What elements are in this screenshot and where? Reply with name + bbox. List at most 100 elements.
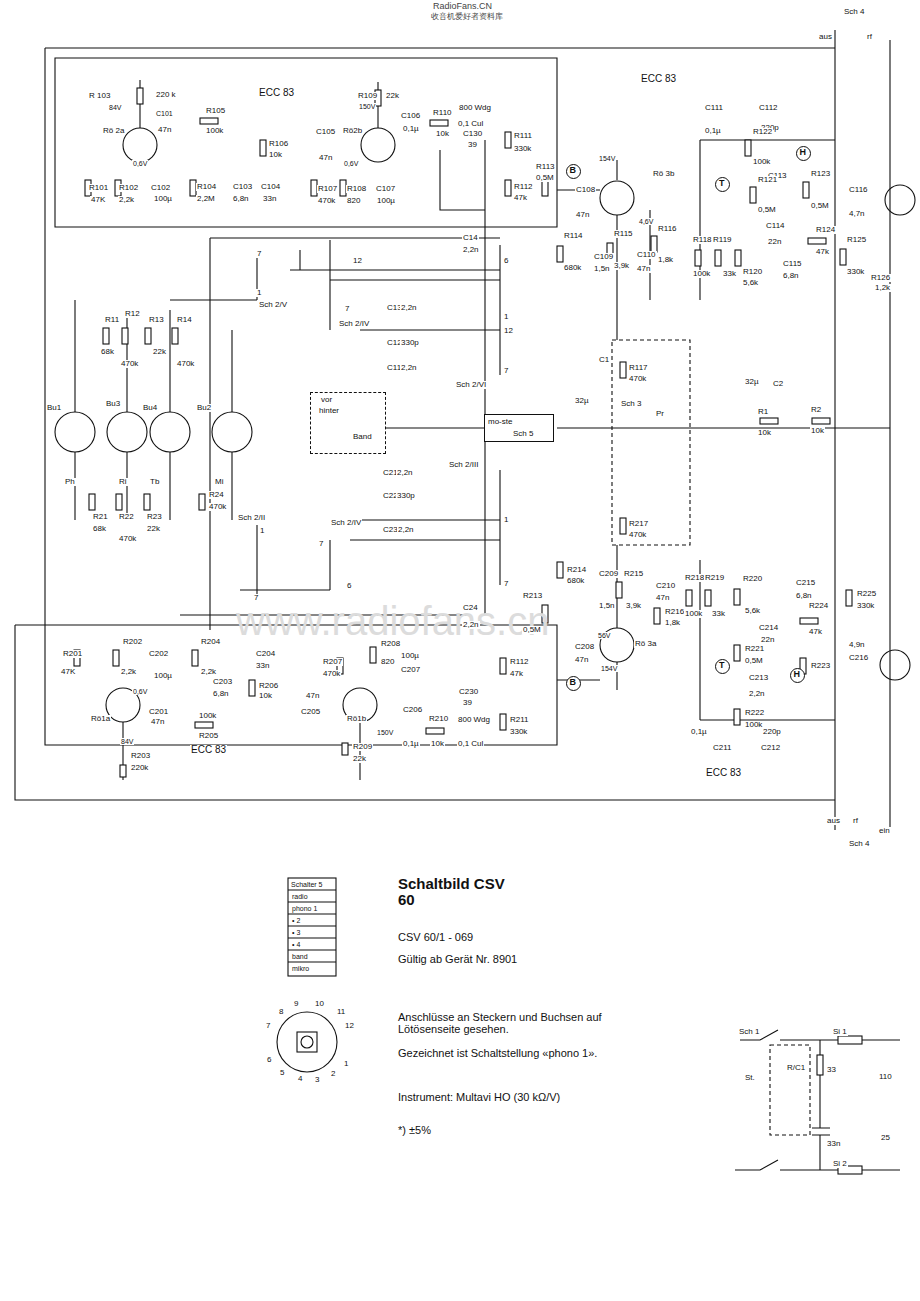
part-label: 1	[503, 516, 509, 524]
part-label: 22n	[760, 636, 775, 644]
part-label: 7	[256, 250, 262, 258]
node-text: B	[570, 166, 577, 175]
part-label: R203	[130, 752, 151, 760]
part-label: 4,6V	[638, 218, 654, 225]
part-label: 47k	[815, 248, 830, 256]
part-label: R2	[810, 406, 822, 414]
part-label: 470k	[120, 360, 139, 368]
part-label: 10k	[268, 151, 283, 159]
part-label: 3	[314, 1076, 320, 1084]
part-label: C206	[402, 706, 423, 714]
part-label: 收音机爱好者资料库	[430, 13, 504, 21]
part-label: ECC 83	[640, 74, 677, 85]
part-label: Sch 2/V	[258, 301, 288, 309]
part-label: 2,2n	[400, 304, 418, 312]
part-label: CSV 60/1 - 069	[397, 932, 474, 944]
part-label: R122	[752, 128, 773, 136]
part-label: 330k	[509, 728, 528, 736]
switch-box: mo-steSch 5	[484, 414, 554, 442]
part-label: C205	[300, 708, 321, 716]
part-label: 800 Wdg	[458, 104, 492, 112]
part-label: C1	[598, 356, 610, 364]
part-label: Sch 4	[843, 8, 865, 16]
part-label: 3,9k	[613, 262, 630, 270]
node-text: vor	[321, 396, 332, 404]
part-label: R210	[428, 715, 449, 723]
part-label: 47K	[90, 196, 106, 204]
part-label: 1	[343, 1060, 349, 1068]
node-circle: B	[566, 676, 581, 691]
part-label: C24	[462, 604, 479, 612]
part-label: R205	[198, 732, 219, 740]
part-label: 22k	[146, 525, 161, 533]
part-label: 47k	[808, 628, 823, 636]
part-label: 7	[253, 594, 259, 602]
part-label: C203	[212, 678, 233, 686]
part-label: R115	[613, 230, 634, 238]
part-label: R23	[146, 513, 163, 521]
part-label: 680k	[563, 264, 582, 272]
part-label: 820	[380, 658, 395, 666]
part-label: rf	[866, 33, 873, 41]
part-label: 2,2k	[118, 196, 135, 204]
part-label: 2,2n	[397, 526, 415, 534]
part-label: 2,2k	[200, 668, 217, 676]
part-label: ECC 83	[258, 88, 295, 99]
part-label: 0,1 Cul	[457, 120, 484, 128]
part-label: Instrument: Multavi HO (30 kΩ/V)	[397, 1092, 561, 1104]
part-label: 5,6k	[744, 607, 761, 615]
part-label: 0,5M	[522, 626, 542, 634]
part-label: C210	[655, 582, 676, 590]
part-label: 4,9n	[848, 641, 866, 649]
part-label: phono 1	[291, 905, 318, 912]
part-label: R204	[200, 638, 221, 646]
part-label: 68k	[100, 348, 115, 356]
node-circle: H	[796, 146, 811, 161]
part-label: 100k	[752, 158, 771, 166]
part-label: 47n	[150, 718, 165, 726]
part-label: 154V	[598, 155, 616, 162]
part-label: 47k	[513, 194, 528, 202]
part-label: R12	[124, 310, 141, 318]
part-label: R207	[322, 658, 343, 666]
part-label: 22k	[352, 755, 367, 763]
part-label: 33k	[722, 270, 737, 278]
part-label: aus	[818, 33, 833, 41]
part-label: 820	[346, 197, 361, 205]
part-label: 220k	[130, 764, 149, 772]
part-label: R24	[208, 491, 225, 499]
part-label: Si 2	[832, 1160, 848, 1168]
part-label: 1,5n	[593, 265, 611, 273]
part-label: 1,8k	[664, 619, 681, 627]
part-label: R118	[692, 236, 713, 244]
part-label: 7	[344, 305, 350, 313]
part-label: 47n	[318, 154, 333, 162]
part-label: R105	[205, 107, 226, 115]
part-label: Sch 2/III	[448, 461, 479, 469]
part-label: 2,2n	[462, 621, 480, 629]
part-label: C213	[748, 674, 769, 682]
part-label: R106	[268, 140, 289, 148]
part-label: • 3	[291, 929, 301, 936]
part-label: C212	[760, 744, 781, 752]
part-label: 470k	[628, 531, 647, 539]
part-label: R119	[712, 236, 733, 244]
part-label: mikro	[291, 965, 310, 972]
part-label: R211	[509, 716, 530, 724]
node-text: T	[719, 661, 725, 670]
part-label: 10k	[258, 692, 273, 700]
part-label: Sch 3	[620, 400, 642, 408]
part-label: R110	[432, 109, 453, 117]
part-label: R215	[623, 570, 644, 578]
part-label: www.radiofans.cn	[235, 600, 550, 642]
part-label: R201	[62, 650, 83, 658]
part-label: 7	[318, 540, 324, 548]
part-label: 6,8n	[782, 272, 800, 280]
part-label: 0,6V	[343, 160, 359, 167]
part-label: 0,1µ	[402, 740, 420, 748]
part-label: 6,8n	[212, 690, 230, 698]
part-label: 10k	[810, 427, 825, 435]
part-label: R218	[684, 574, 705, 582]
part-label: R14	[176, 316, 193, 324]
